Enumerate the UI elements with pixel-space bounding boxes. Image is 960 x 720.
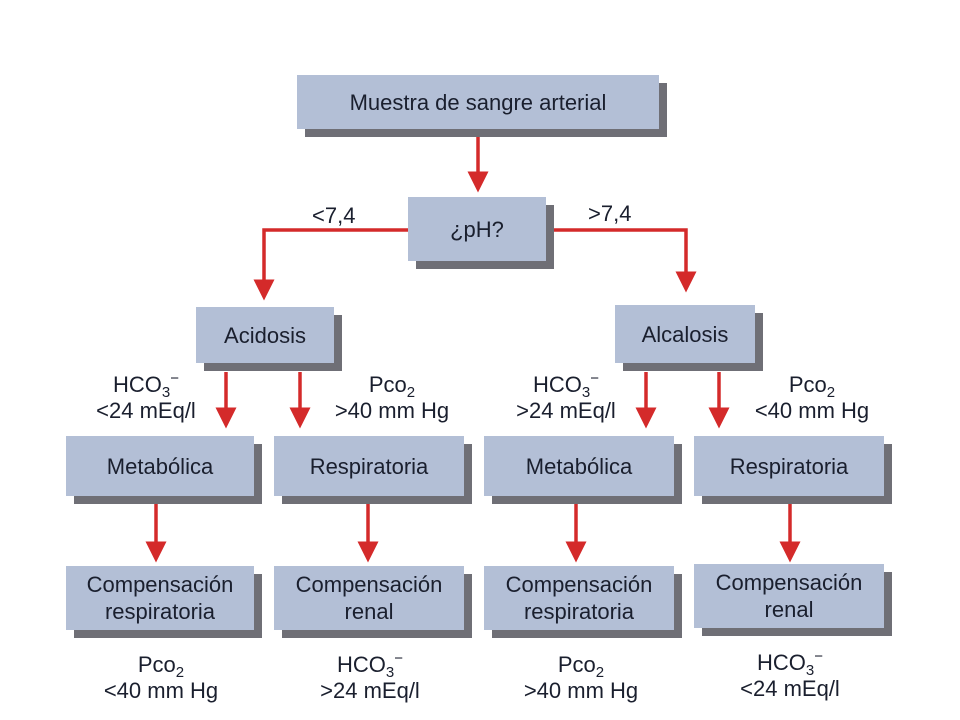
comp-renal-left-line1: Compensación xyxy=(295,572,443,597)
acidosis-label: Acidosis xyxy=(224,322,306,348)
respiratoria-right-label: Respiratoria xyxy=(729,453,849,479)
respiratoria-left-node: Respiratoria xyxy=(274,436,464,496)
comp-resp-left-line2: respiratoria xyxy=(104,599,216,624)
comp-renal-right-line2: renal xyxy=(764,597,814,622)
comp-resp-right-line2: respiratoria xyxy=(523,599,635,624)
ph-node: ¿pH? xyxy=(408,197,546,261)
arrow-ph-acidosis xyxy=(253,228,408,301)
metabolica-right-node: Metabólica xyxy=(484,436,674,496)
ph-high-label: >7,4 xyxy=(588,201,632,226)
alk-hco3-label: HCO3− >24 mEq/l xyxy=(516,370,616,423)
ph-low-label: <7,4 xyxy=(312,203,356,228)
comp-renal-right-line1: Compensación xyxy=(715,570,863,595)
arrow-ph-alcalosis xyxy=(546,228,697,293)
acidosis-node: Acidosis xyxy=(196,307,334,363)
alcalosis-label: Alcalosis xyxy=(641,321,729,347)
comp-resp-left-line1: Compensación xyxy=(86,572,234,597)
comp-renal-left-line2: renal xyxy=(344,599,394,624)
ph-node-label: ¿pH? xyxy=(450,216,504,242)
comp-resp-right-line1: Compensación xyxy=(505,572,653,597)
result-3-label: Pco2 >40 mm Hg xyxy=(523,652,639,703)
result-4-label: HCO3− <24 mEq/l xyxy=(740,648,840,701)
result-1-label: Pco2 <40 mm Hg xyxy=(103,652,219,703)
acid-pco2-label: Pco2 >40 mm Hg xyxy=(334,372,450,423)
result-2-label: HCO3− >24 mEq/l xyxy=(320,650,420,703)
root-node: Muestra de sangre arterial xyxy=(297,75,659,129)
metabolica-left-label: Metabólica xyxy=(106,453,214,479)
respiratoria-right-node: Respiratoria xyxy=(694,436,884,496)
metabolica-left-node: Metabólica xyxy=(66,436,254,496)
alk-pco2-label: Pco2 <40 mm Hg xyxy=(754,372,870,423)
metabolica-right-label: Metabólica xyxy=(525,453,633,479)
alcalosis-node: Alcalosis xyxy=(615,305,755,363)
acid-hco3-label: HCO3− <24 mEq/l xyxy=(96,370,196,423)
root-node-label: Muestra de sangre arterial xyxy=(349,89,607,115)
respiratoria-left-label: Respiratoria xyxy=(309,453,429,479)
